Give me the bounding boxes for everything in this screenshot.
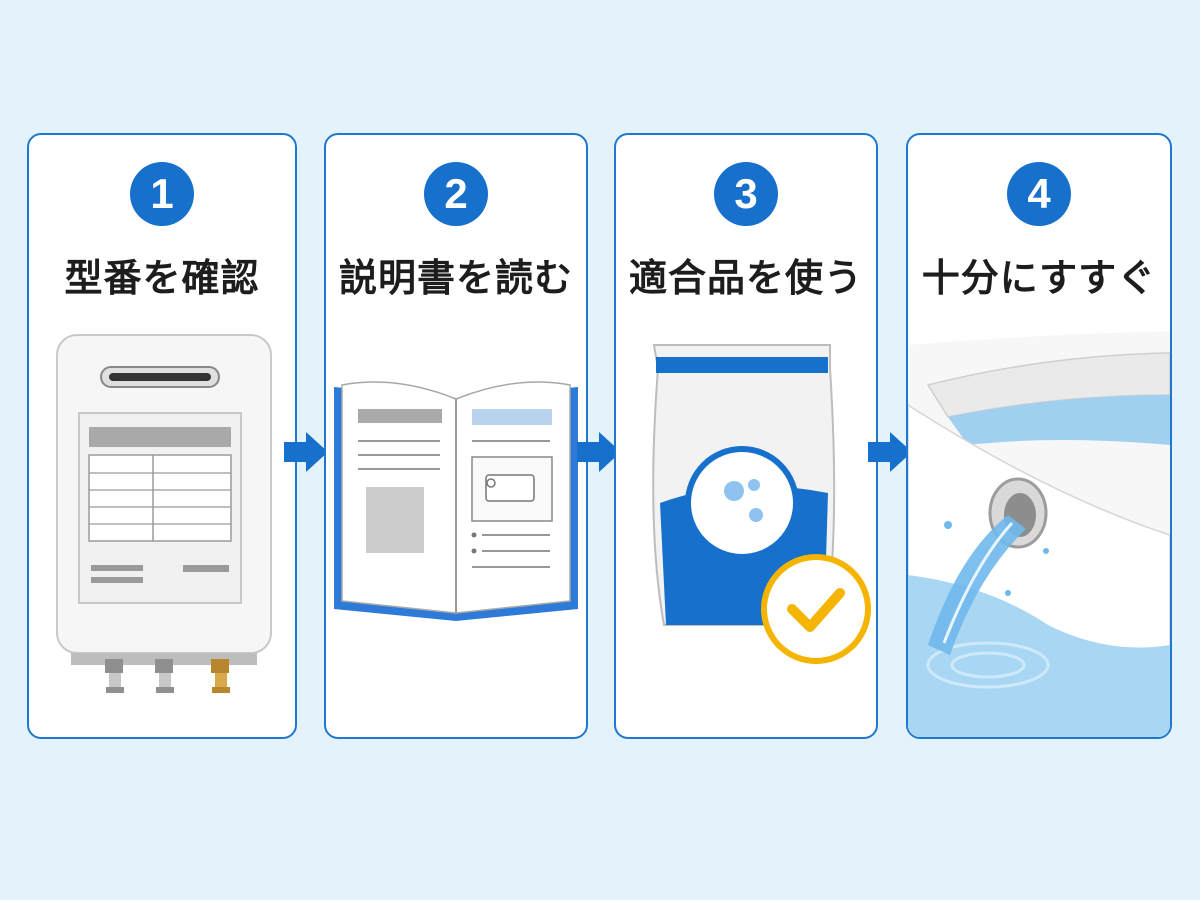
arrow-right-icon xyxy=(577,432,621,472)
step-title: 適合品を使う xyxy=(628,256,863,300)
step-number-badge: 4 xyxy=(1007,162,1071,226)
step-title: 型番を確認 xyxy=(64,256,260,300)
cleaner-pouch-icon xyxy=(652,344,871,664)
step-number-badge: 3 xyxy=(714,162,778,226)
step-card-4: 4 十分にすすぐ xyxy=(906,133,1172,739)
arrow-right-icon xyxy=(868,432,912,472)
step-card-2: 2 説明書を読む xyxy=(324,133,588,739)
step-card-1: 1 型番を確認 xyxy=(27,133,297,739)
step-title: 十分にすすぐ xyxy=(921,256,1157,300)
arrow-right-icon xyxy=(284,432,328,472)
step-title: 説明書を読む xyxy=(338,256,573,300)
manual-book-icon xyxy=(334,381,578,621)
step-number-badge: 2 xyxy=(424,162,488,226)
bathtub-rinse-icon xyxy=(908,331,1170,737)
step-card-3: 3 適合品を使う xyxy=(614,133,878,739)
water-heater-icon xyxy=(56,334,272,693)
step-number-badge: 1 xyxy=(130,162,194,226)
